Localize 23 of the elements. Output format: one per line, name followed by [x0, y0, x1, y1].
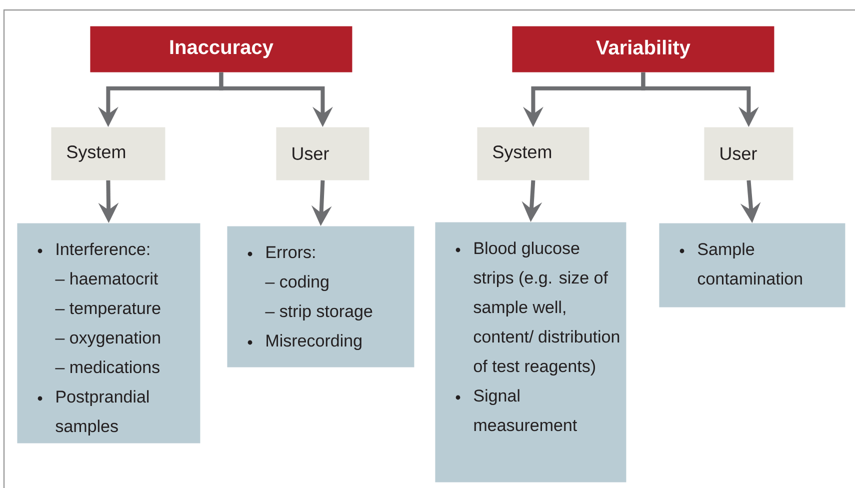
category-box: User	[276, 127, 370, 180]
list-item: – haematocrit	[55, 272, 158, 285]
heading-box: Inaccuracy	[90, 26, 352, 72]
list-box	[17, 223, 200, 444]
list-item: – oxygenation	[55, 331, 160, 348]
category-box: User	[704, 127, 794, 180]
category-box: System	[477, 127, 590, 180]
list-item: – medications	[55, 360, 160, 374]
list-item: Sample contamination	[698, 242, 802, 285]
list-box	[659, 223, 846, 308]
list-box	[435, 222, 626, 482]
list-item: Blood glucose strips (e.g. size of sample well, content/ distribution of test reagents)	[474, 242, 620, 376]
list-item: Postprandial samples	[56, 390, 149, 436]
list-item: Signal measurement	[474, 389, 577, 432]
list-item: – strip storage	[265, 304, 372, 321]
heading-box: Variability	[512, 26, 774, 72]
list-item: – temperature	[55, 303, 160, 318]
list-item: – coding	[265, 275, 328, 292]
list-item: Interference:	[56, 242, 150, 256]
list-item: Errors:	[266, 246, 315, 258]
list-box	[227, 226, 414, 368]
list-item: Misrecording	[266, 334, 362, 350]
category-box: System	[51, 127, 166, 180]
